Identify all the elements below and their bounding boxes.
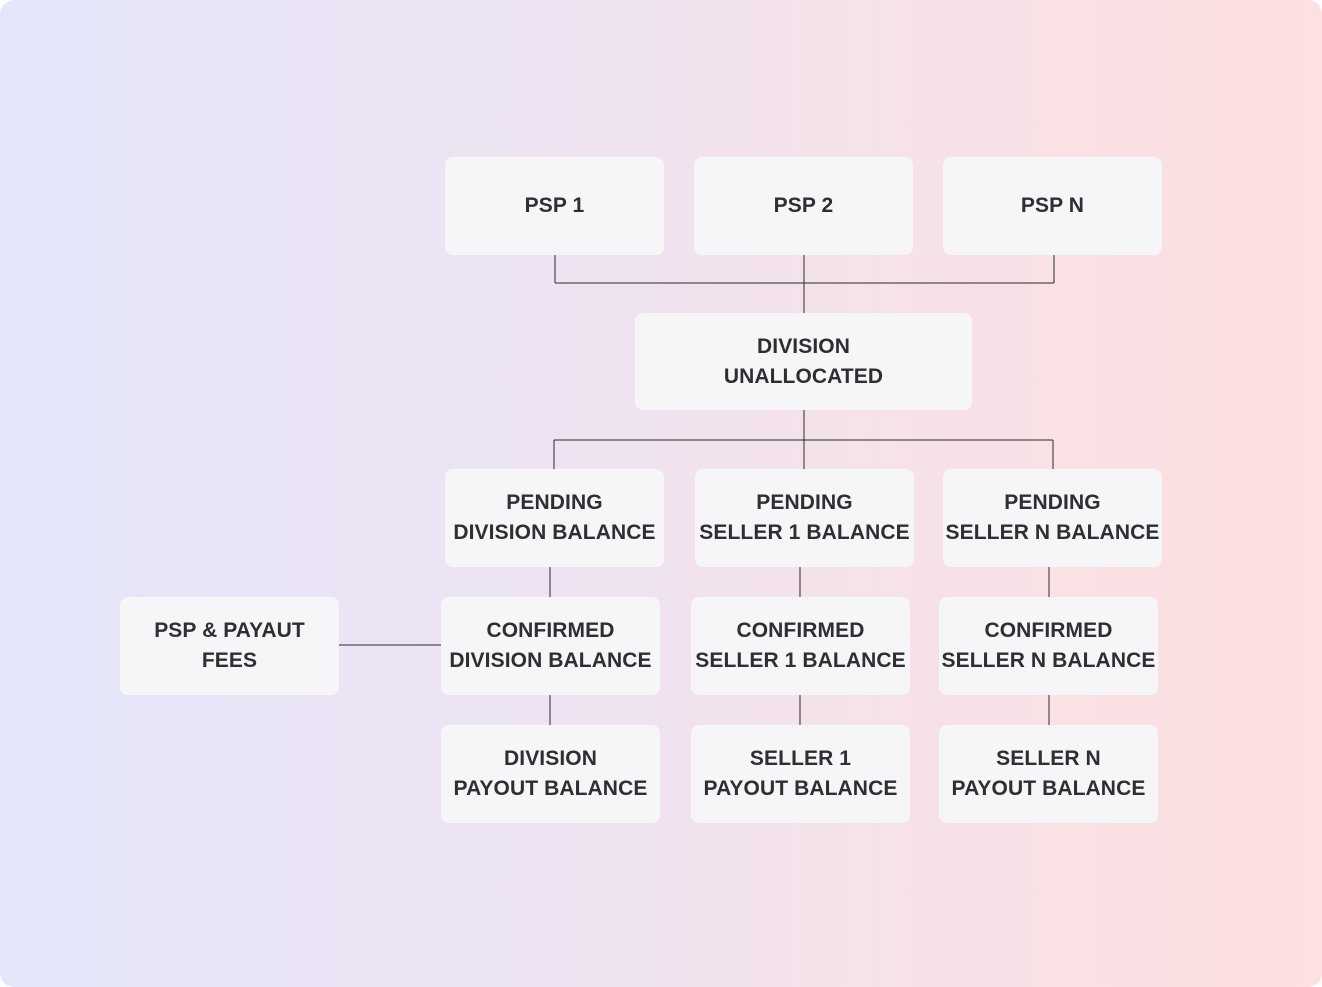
node-division-unallocated-line-1: DIVISION xyxy=(757,334,850,358)
node-pending-seller1-line-1: PENDING xyxy=(756,491,853,514)
node-confirmed-seller-1-balance: CONFIRMED SELLER 1 BALANCE xyxy=(691,597,910,695)
node-pending-division-line-1: PENDING xyxy=(506,491,603,514)
node-confirmed-sellern-line-2: SELLER N BALANCE xyxy=(941,649,1156,672)
node-confirmed-seller1-line-2: SELLER 1 BALANCE xyxy=(695,649,906,672)
node-division-unallocated: DIVISION UNALLOCATED xyxy=(635,313,972,410)
node-sellern-payout-line-2: PAYOUT BALANCE xyxy=(951,777,1146,800)
node-psp-n-line-1: PSP N xyxy=(1020,194,1085,217)
node-division-payout-line-1: DIVISION xyxy=(504,747,597,770)
node-division-unallocated-line-2: UNALLOCATED xyxy=(723,364,884,388)
node-confirmed-seller-n-balance: CONFIRMED SELLER N BALANCE xyxy=(939,597,1158,695)
node-pending-sellern-line-2: SELLER N BALANCE xyxy=(945,521,1160,544)
node-psp-2-line-1: PSP 2 xyxy=(773,194,834,217)
node-pending-seller-n-balance: PENDING SELLER N BALANCE xyxy=(943,469,1162,567)
node-psp-1-line-1: PSP 1 xyxy=(524,194,585,217)
node-confirmed-sellern-line-1: CONFIRMED xyxy=(984,619,1113,642)
node-pending-division-balance: PENDING DIVISION BALANCE xyxy=(445,469,664,567)
node-confirmed-division-balance: CONFIRMED DIVISION BALANCE xyxy=(441,597,660,695)
node-seller1-payout-line-1: SELLER 1 xyxy=(749,747,852,770)
node-psp-payaut-fees: PSP & PAYAUT FEES xyxy=(120,597,339,695)
node-confirmed-seller1-line-1: CONFIRMED xyxy=(736,619,865,642)
node-pending-seller1-line-2: SELLER 1 BALANCE xyxy=(699,521,910,544)
node-psp-n: PSP N xyxy=(943,157,1162,255)
node-pending-division-line-2: DIVISION BALANCE xyxy=(453,521,656,544)
node-psp-1: PSP 1 xyxy=(445,157,664,255)
node-psp-2: PSP 2 xyxy=(694,157,913,255)
node-psp-payaut-fees-line-1: PSP & PAYAUT xyxy=(154,619,305,642)
node-confirmed-division-line-2: DIVISION BALANCE xyxy=(449,649,652,672)
node-seller-1-payout-balance: SELLER 1 PAYOUT BALANCE xyxy=(691,725,910,823)
node-psp-payaut-fees-line-2: FEES xyxy=(201,649,258,672)
node-division-payout-line-2: PAYOUT BALANCE xyxy=(453,777,648,800)
node-seller-n-payout-balance: SELLER N PAYOUT BALANCE xyxy=(939,725,1158,823)
node-seller1-payout-line-2: PAYOUT BALANCE xyxy=(703,777,898,800)
node-confirmed-division-line-1: CONFIRMED xyxy=(486,619,615,642)
node-pending-sellern-line-1: PENDING xyxy=(1004,491,1101,514)
node-sellern-payout-line-1: SELLER N xyxy=(996,747,1101,770)
node-pending-seller-1-balance: PENDING SELLER 1 BALANCE xyxy=(695,469,914,567)
node-division-payout-balance: DIVISION PAYOUT BALANCE xyxy=(441,725,660,823)
